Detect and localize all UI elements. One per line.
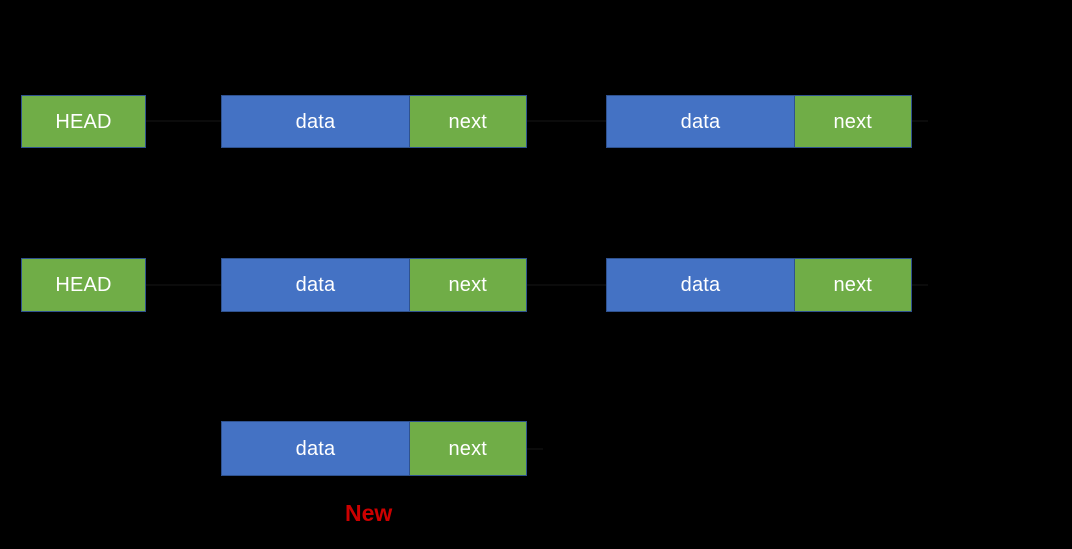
node-next-cell: next	[408, 95, 527, 148]
connector-node1-to-node2-row2	[527, 284, 606, 286]
node-data-cell: data	[221, 421, 410, 476]
list-node-2-row1[interactable]: data next	[606, 95, 912, 148]
node-data-cell: data	[606, 95, 795, 148]
connector-head-to-node1-row2	[146, 284, 221, 286]
node-data-cell: data	[606, 258, 795, 312]
list-node-2-row2[interactable]: data next	[606, 258, 912, 312]
connector-node2-tail-row1	[912, 120, 928, 122]
node-next-cell: next	[408, 258, 527, 312]
node-next-cell: next	[793, 258, 912, 312]
connector-node2-tail-row2	[912, 284, 928, 286]
node-data-cell: data	[221, 258, 410, 312]
node-next-cell: next	[408, 421, 527, 476]
node-next-cell: next	[793, 95, 912, 148]
list-node-1-row1[interactable]: data next	[221, 95, 527, 148]
head-box-row2[interactable]: HEAD	[21, 258, 146, 312]
head-label-row2: HEAD	[21, 258, 146, 312]
connector-head-to-node1-row1	[146, 120, 221, 122]
list-node-new-row3[interactable]: data next	[221, 421, 527, 476]
connector-node1-to-node2-row1	[527, 120, 606, 122]
new-node-annotation: New	[345, 500, 393, 526]
node-data-cell: data	[221, 95, 410, 148]
head-label-row1: HEAD	[21, 95, 146, 148]
list-node-1-row2[interactable]: data next	[221, 258, 527, 312]
connector-new-node-tail-row3	[527, 448, 543, 450]
head-box-row1[interactable]: HEAD	[21, 95, 146, 148]
